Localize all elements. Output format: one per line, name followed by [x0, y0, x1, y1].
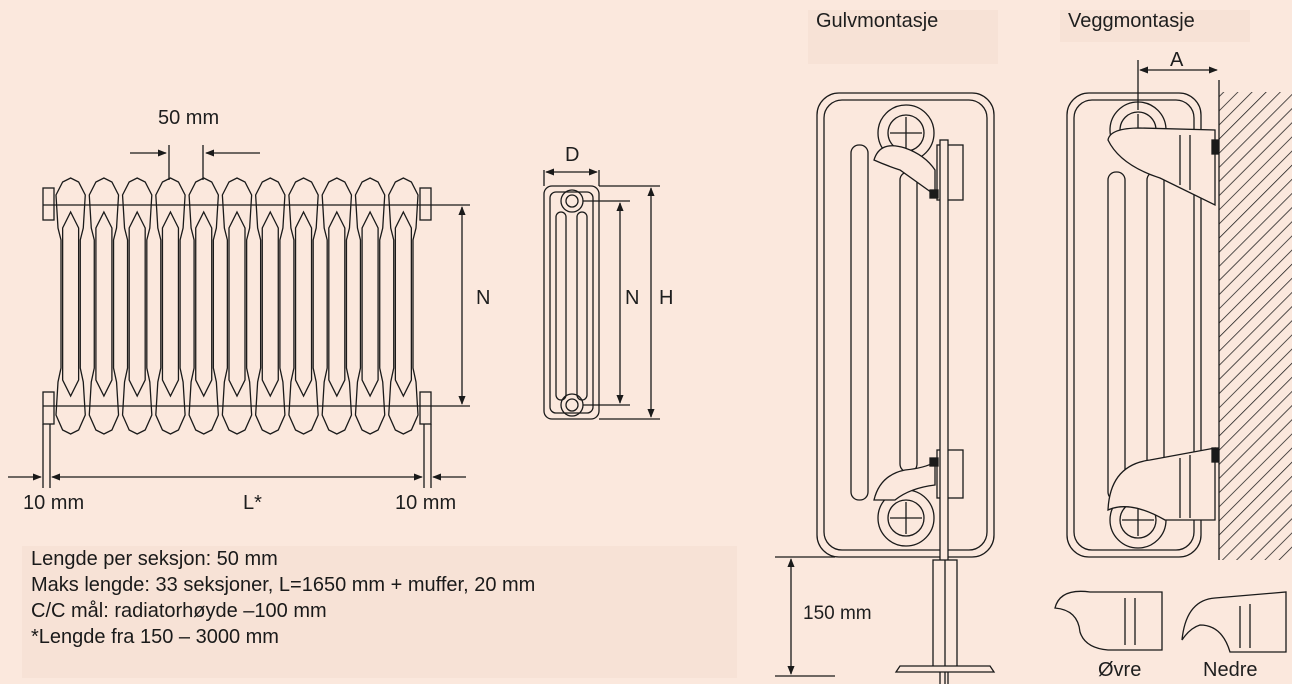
length-label: L*	[243, 492, 262, 514]
right-offset-label: 10 mm	[395, 492, 457, 514]
radiator-section-inner	[261, 210, 279, 398]
radiator-section-inner	[361, 210, 379, 398]
notes-panel: Lengde per seksjon: 50 mm Maks lengde: 3…	[22, 546, 737, 678]
radiator-section-inner	[294, 210, 313, 398]
note-line: Maks lengde: 33 seksjoner, L=1650 mm + m…	[31, 574, 536, 596]
note-line: *Lengde fra 150 – 3000 mm	[31, 626, 279, 648]
radiator-section-inner	[228, 210, 246, 398]
left-offset-label: 10 mm	[23, 492, 85, 514]
note-line: Lengde per seksjon: 50 mm	[31, 548, 278, 570]
wall-mount-title: Veggmontasje	[1068, 10, 1195, 32]
note-line: C/C mål: radiatorhøyde –100 mm	[31, 600, 327, 622]
radiator-section-inner	[61, 210, 80, 398]
upper-bracket-label: Øvre	[1098, 659, 1142, 681]
radiator-section	[221, 177, 253, 435]
radiator-section	[55, 177, 86, 435]
floor-mount-view	[775, 92, 996, 684]
radiator-section	[88, 177, 120, 435]
wall-title-box	[1060, 10, 1250, 42]
front-view	[8, 145, 470, 488]
front-height-label: N	[476, 287, 491, 309]
radiator-section-inner	[128, 210, 146, 398]
radiator-section	[254, 177, 286, 435]
radiator-section	[155, 177, 186, 435]
pitch-label: 50 mm	[158, 107, 220, 129]
side-view	[543, 168, 660, 420]
wall-distance-label: A	[1170, 49, 1184, 71]
radiator-section	[354, 177, 386, 435]
lower-bracket-label: Nedre	[1203, 659, 1258, 681]
radiator-section	[388, 177, 419, 435]
radiator-section-inner	[95, 210, 113, 398]
radiator-section	[121, 177, 153, 435]
wall-mount-view	[1054, 60, 1292, 653]
side-height-label: H	[659, 287, 674, 309]
radiator-section	[288, 177, 319, 435]
floor-title-box	[808, 10, 998, 64]
floor-clearance-label: 150 mm	[803, 603, 872, 624]
side-cc-label: N	[625, 287, 640, 309]
depth-label: D	[565, 144, 580, 166]
radiator-section	[188, 177, 220, 435]
floor-mount-title: Gulvmontasje	[816, 10, 939, 32]
radiator-section	[321, 177, 353, 435]
radiator-section-inner	[394, 210, 413, 398]
radiator-section-inner	[195, 210, 213, 398]
radiator-section-inner	[328, 210, 346, 398]
radiator-sections	[55, 177, 419, 435]
radiator-section-inner	[161, 210, 180, 398]
